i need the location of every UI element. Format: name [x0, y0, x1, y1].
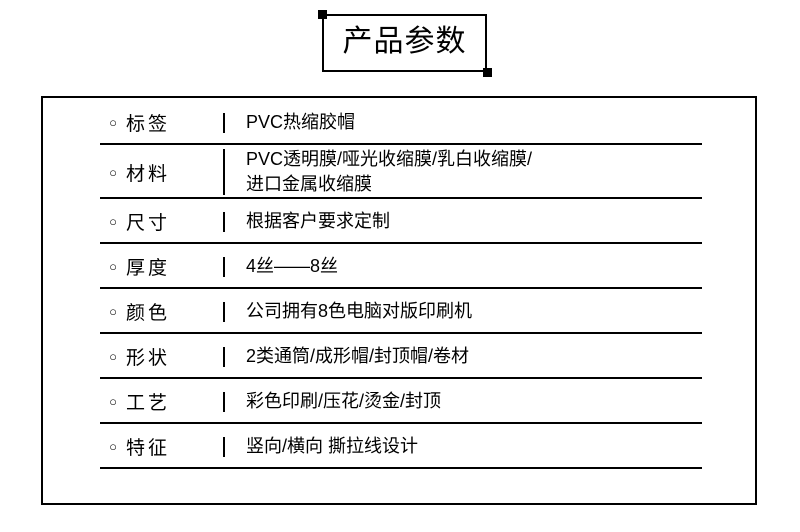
- table-row-inner: ○ 特征 竖向/横向 撕拉线设计: [43, 433, 755, 460]
- table-row: ○ 尺寸 根据客户要求定制: [43, 199, 755, 244]
- spec-value: PVC热缩胶帽: [246, 112, 356, 132]
- bullet-icon: ○: [109, 439, 117, 454]
- table-row-inner: ○ 标签 PVC热缩胶帽: [43, 109, 755, 136]
- separator-icon: [202, 211, 246, 232]
- table-row-inner: ○ 工艺 彩色印刷/压花/烫金/封顶: [43, 388, 755, 415]
- spec-table-rows: ○ 标签 PVC热缩胶帽 ○ 材料 PVC透明膜/哑光收缩膜/乳白收缩膜/ 进口金属收缩膜…: [43, 98, 755, 503]
- table-row-inner: ○ 材料 PVC透明膜/哑光收缩膜/乳白收缩膜/ 进口金属收缩膜: [43, 147, 755, 197]
- bullet-icon: ○: [109, 394, 117, 409]
- table-row-inner: ○ 尺寸 根据客户要求定制: [43, 208, 755, 235]
- title-area: 产品参数: [0, 0, 800, 92]
- spec-value: 根据客户要求定制: [246, 211, 390, 231]
- table-row: ○ 形状 2类通筒/成形帽/封顶帽/卷材: [43, 334, 755, 379]
- table-row: ○ 颜色 公司拥有8色电脑对版印刷机: [43, 289, 755, 334]
- spec-label: 尺寸: [126, 213, 171, 234]
- table-row-inner: ○ 颜色 公司拥有8色电脑对版印刷机: [43, 298, 755, 325]
- bullet-icon: ○: [109, 349, 117, 364]
- page-title: 产品参数: [342, 25, 467, 58]
- spec-label: 颜色: [126, 303, 171, 324]
- spec-value: 公司拥有8色电脑对版印刷机: [246, 301, 473, 321]
- separator-icon: [202, 301, 246, 322]
- spec-label: 标签: [126, 114, 171, 135]
- bullet-icon: ○: [109, 115, 117, 130]
- table-row-inner: ○ 形状 2类通筒/成形帽/封顶帽/卷材: [43, 343, 755, 370]
- table-row: ○ 特征 竖向/横向 撕拉线设计: [43, 424, 755, 469]
- spec-label: 厚度: [126, 258, 171, 279]
- spec-value: PVC透明膜/哑光收缩膜/乳白收缩膜/ 进口金属收缩膜: [246, 149, 533, 194]
- title-box: 产品参数: [322, 14, 487, 72]
- separator-icon: [202, 346, 246, 367]
- spec-label: 材料: [126, 163, 171, 185]
- bullet-icon: ○: [109, 259, 117, 274]
- spec-value: 彩色印刷/压花/烫金/封顶: [246, 391, 442, 411]
- table-row: ○ 厚度 4丝——8丝: [43, 244, 755, 289]
- separator-icon: [202, 436, 246, 457]
- separator-icon: [202, 256, 246, 277]
- table-row: ○ 标签 PVC热缩胶帽: [43, 100, 755, 145]
- bullet-icon: ○: [109, 214, 117, 229]
- bullet-icon: ○: [109, 164, 117, 180]
- title-corner-marker-bottom-right: [483, 68, 492, 77]
- table-row-inner: ○ 厚度 4丝——8丝: [43, 253, 755, 280]
- spec-label: 工艺: [126, 393, 171, 414]
- bullet-icon: ○: [109, 304, 117, 319]
- spec-label: 特征: [126, 438, 171, 459]
- separator-icon: [202, 112, 246, 133]
- spec-value: 竖向/横向 撕拉线设计: [246, 436, 419, 456]
- table-row: ○ 材料 PVC透明膜/哑光收缩膜/乳白收缩膜/ 进口金属收缩膜: [43, 145, 755, 199]
- separator-icon: [202, 391, 246, 412]
- spec-value: 2类通筒/成形帽/封顶帽/卷材: [246, 346, 470, 366]
- spec-table: ○ 标签 PVC热缩胶帽 ○ 材料 PVC透明膜/哑光收缩膜/乳白收缩膜/ 进口金属收缩膜…: [41, 96, 757, 505]
- separator-icon: [202, 149, 246, 195]
- spec-label: 形状: [126, 348, 171, 369]
- spec-value: 4丝——8丝: [246, 256, 339, 276]
- table-row: ○ 工艺 彩色印刷/压花/烫金/封顶: [43, 379, 755, 424]
